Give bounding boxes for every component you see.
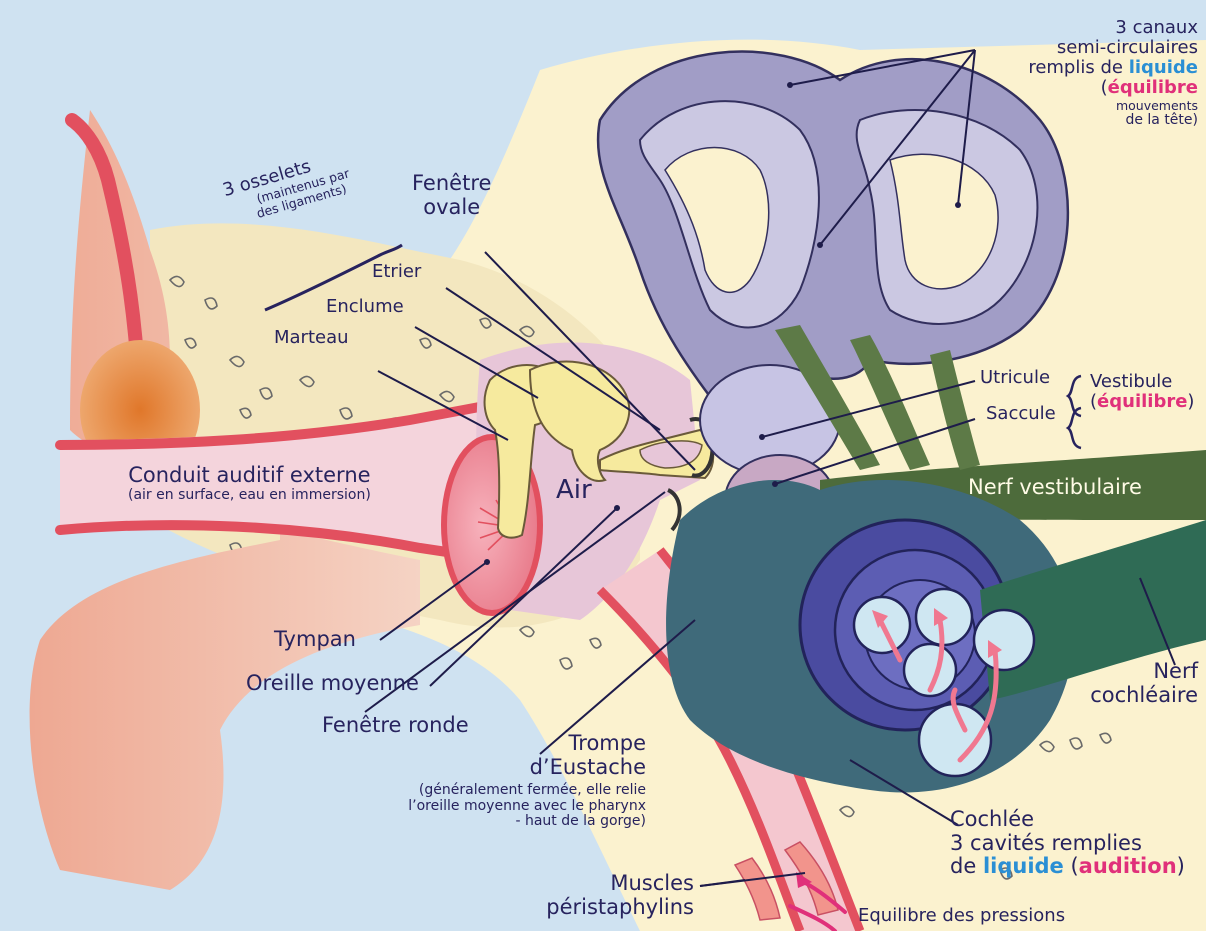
conduit-line1: Conduit auditif externe [128, 464, 371, 488]
cochlee-line3-text: de [950, 854, 983, 878]
trompe-line5: - haut de la gorge) [408, 814, 646, 830]
fenetre-ovale-line2: ovale [412, 196, 491, 220]
fenetre-ovale-line1: Fenêtre [412, 172, 491, 196]
canaux-equilibre: équilibre [1108, 77, 1198, 98]
cochlee-paren-open: ( [1064, 854, 1079, 878]
cochlee-liquide: liquide [983, 854, 1064, 878]
canaux-line4: (équilibre [1028, 78, 1198, 98]
trompe-line2: d’Eustache [408, 756, 646, 780]
cochlee-audition: audition [1079, 854, 1177, 878]
trompe-line3: (généralement fermée, elle relie [408, 783, 646, 799]
tympan-label: Tympan [274, 628, 356, 652]
marteau-label: Marteau [274, 328, 349, 348]
trompe-label: Trompe d’Eustache (généralement fermée, … [408, 732, 646, 830]
canaux-line4-paren: ( [1101, 77, 1108, 98]
canaux-line3-text: remplis de [1028, 57, 1128, 78]
vestibule-paren-open: ( [1090, 391, 1097, 412]
canaux-line6: de la tête) [1028, 113, 1198, 129]
trompe-line4: l’oreille moyenne avec le pharynx [408, 799, 646, 815]
muscles-line2: péristaphylins [546, 896, 694, 920]
vestibule-line2: (équilibre) [1090, 392, 1194, 412]
nerf-cochleaire-label: Nerf cochléaire [1090, 660, 1198, 707]
cochlee-paren-close: ) [1177, 854, 1185, 878]
conduit-label: Conduit auditif externe (air en surface,… [128, 464, 371, 503]
fenetre-ovale-label: Fenêtre ovale [412, 172, 491, 219]
cochlee-line1: Cochlée [950, 808, 1185, 832]
canaux-line1: 3 canaux [1028, 18, 1198, 38]
etrier-label: Etrier [372, 262, 421, 282]
vestibule-equilibre: équilibre [1097, 391, 1187, 412]
canaux-liquide: liquide [1129, 57, 1198, 78]
vestibule-label: Vestibule (équilibre) [1090, 372, 1194, 412]
saccule-label: Saccule [986, 404, 1056, 424]
cochlee-label: Cochlée 3 cavités remplies de liquide (a… [950, 808, 1185, 879]
equilibre-pressions-label: Equilibre des pressions [858, 906, 1065, 926]
conduit-line2: (air en surface, eau en immersion) [128, 488, 371, 504]
oreille-moyenne-label: Oreille moyenne [246, 672, 419, 696]
nerf-cochleaire-line1: Nerf [1090, 660, 1198, 684]
nerf-cochleaire-line2: cochléaire [1090, 684, 1198, 708]
muscles-line1: Muscles [546, 872, 694, 896]
canaux-label: 3 canaux semi-circulaires remplis de liq… [1028, 18, 1198, 128]
canaux-line3: remplis de liquide [1028, 58, 1198, 78]
enclume-label: Enclume [326, 297, 404, 317]
nerf-vestibulaire-label: Nerf vestibulaire [968, 476, 1142, 500]
vestibule-paren-close: ) [1187, 391, 1194, 412]
canaux-line2: semi-circulaires [1028, 38, 1198, 58]
cochlee-line2: 3 cavités remplies [950, 832, 1185, 856]
air-label: Air [556, 476, 592, 505]
cochlee-line3: de liquide (audition) [950, 855, 1185, 879]
canaux-line5: mouvements [1028, 99, 1198, 113]
trompe-line1: Trompe [408, 732, 646, 756]
muscles-label: Muscles péristaphylins [546, 872, 694, 919]
vestibule-line1: Vestibule [1090, 372, 1194, 392]
utricule-label: Utricule [980, 368, 1050, 388]
